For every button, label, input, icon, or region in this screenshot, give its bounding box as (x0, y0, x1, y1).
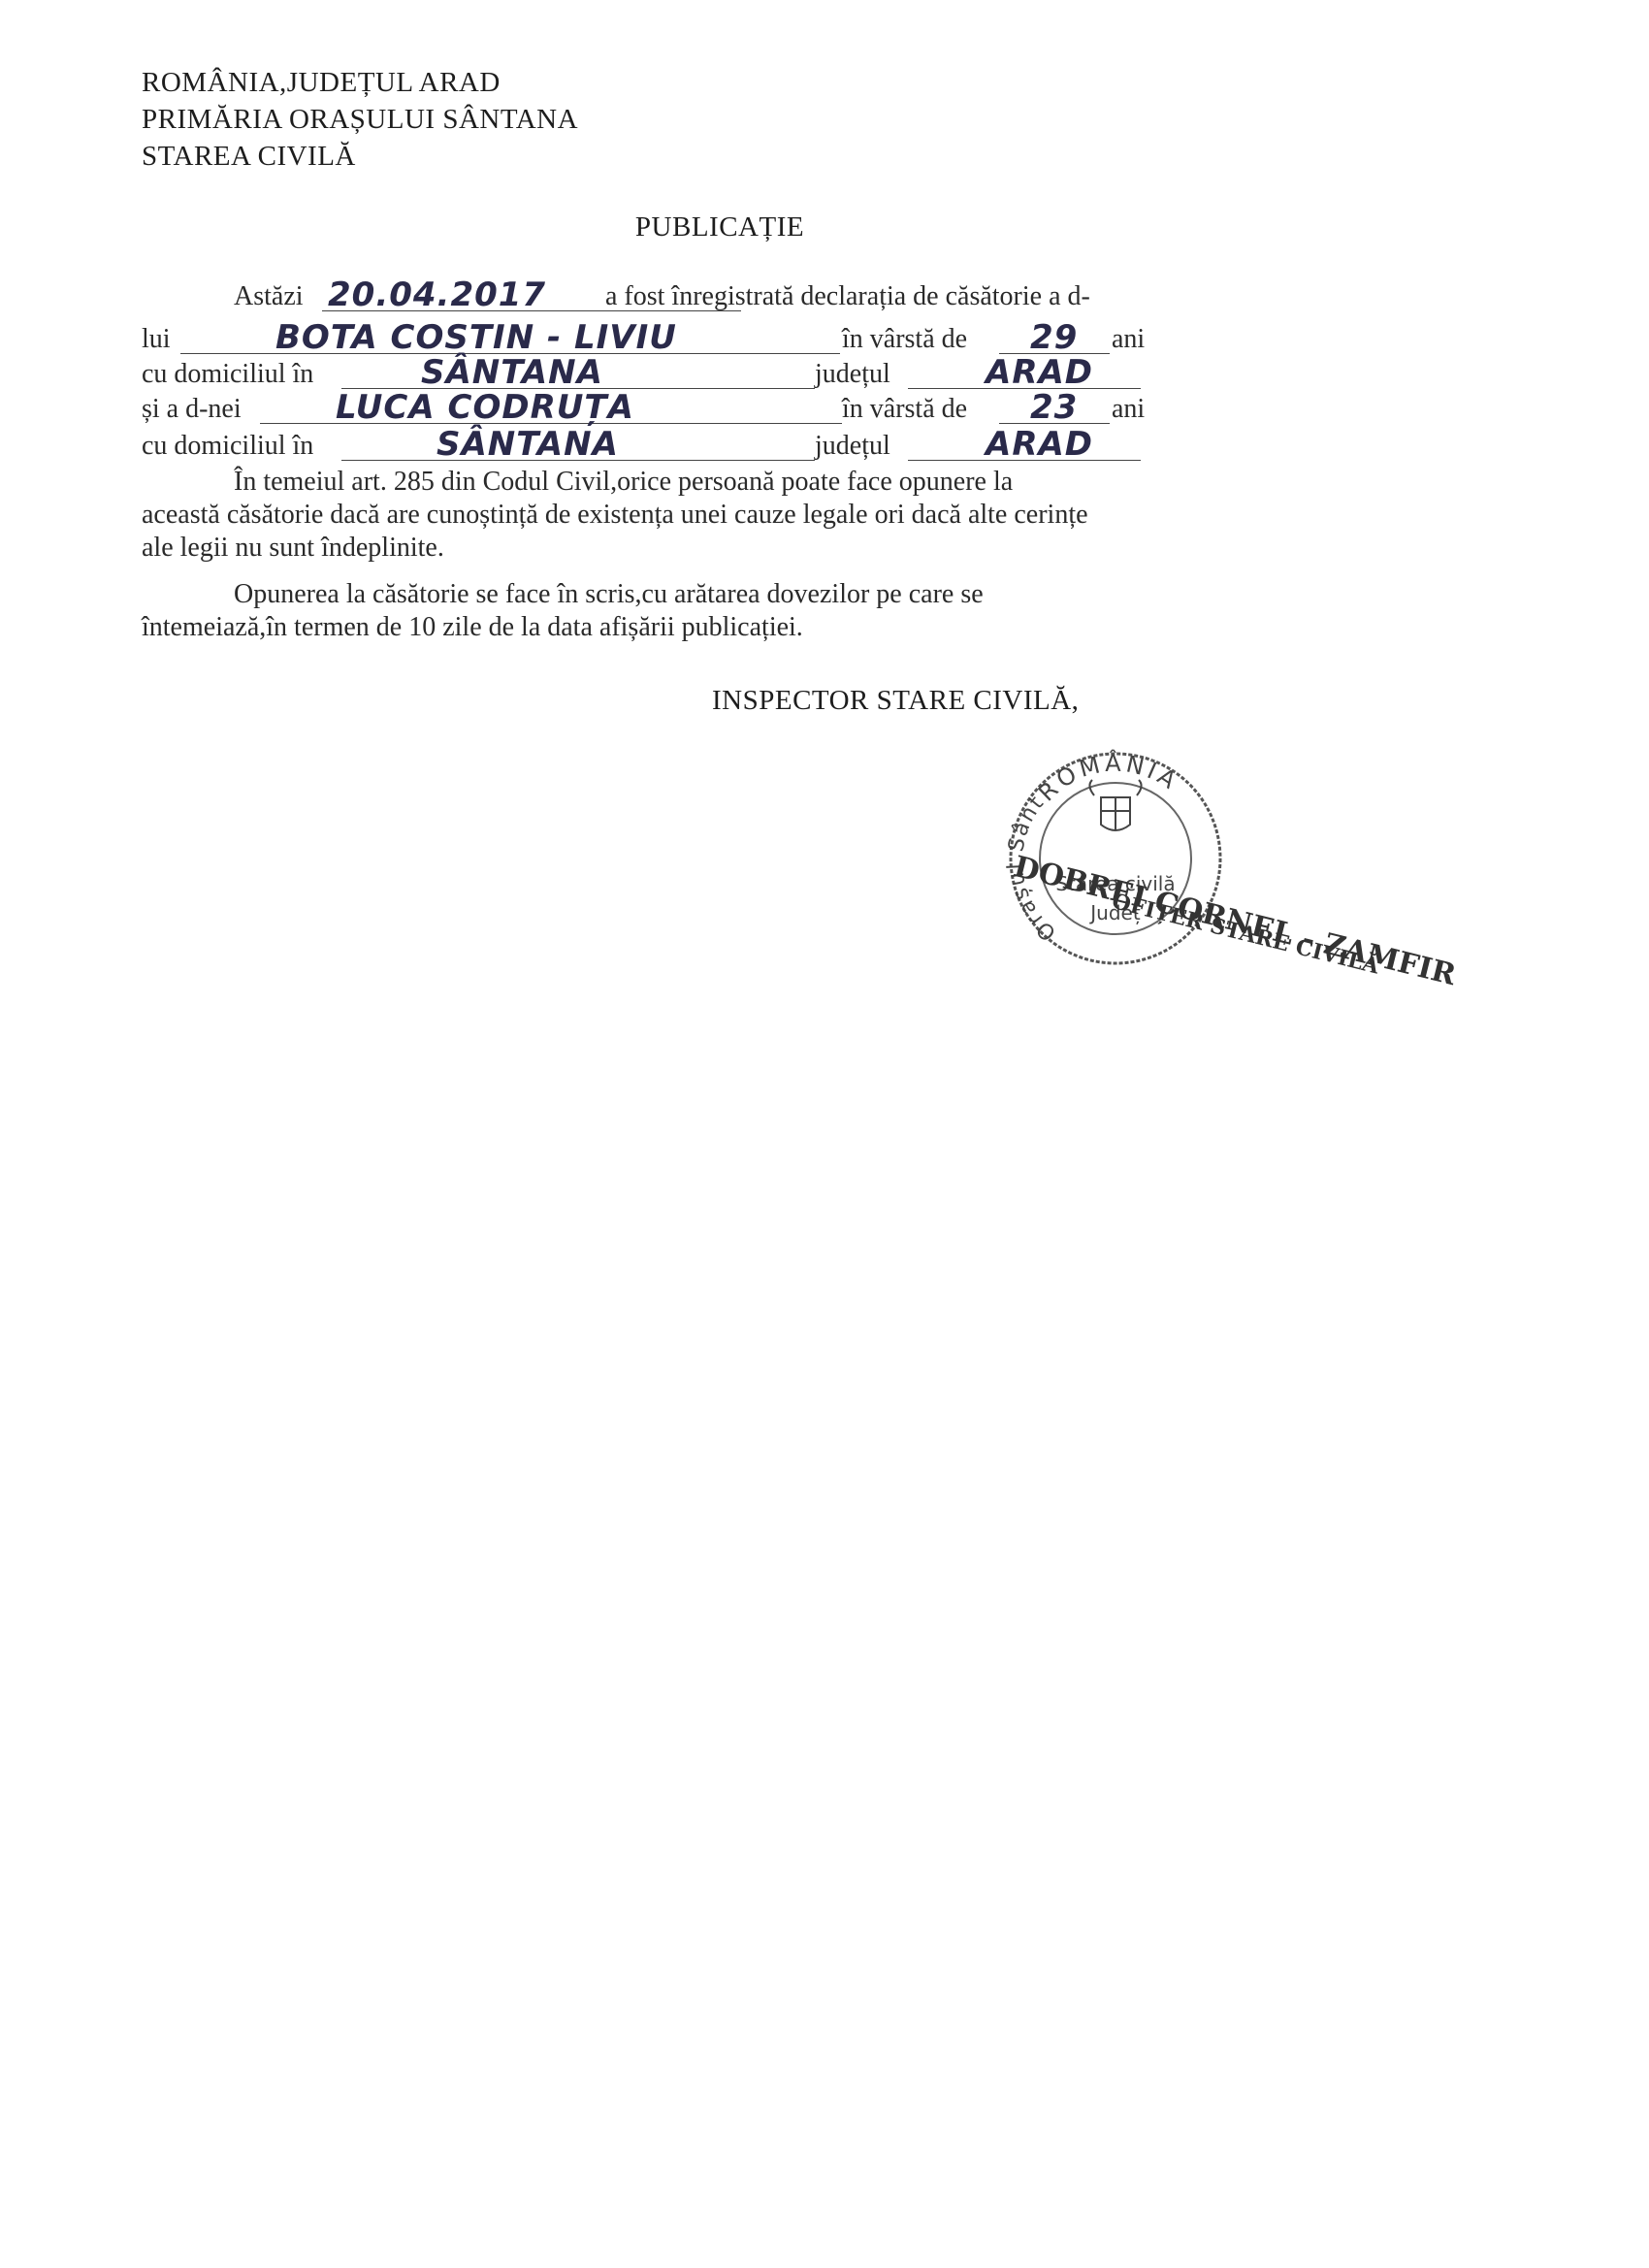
header-city-hall: PRIMĂRIA ORAȘULUI SÂNTANA (142, 104, 579, 135)
seal-bottom-text: Județ (1088, 901, 1141, 924)
handwritten-groom-county: ARAD (986, 353, 1094, 392)
form-row-date: Astăzi 20.04.2017 a fost înregistrată de… (142, 275, 1209, 316)
header-department: STAREA CIVILĂ (142, 141, 356, 172)
label-county-groom: județul (815, 359, 890, 389)
form-row-groom: lui BOTA COSTIN - LIVIU în vârstă de 29 … (142, 318, 1209, 359)
document-header: ROMÂNIA,JUDEȚUL ARAD PRIMĂRIA ORAȘULUI S… (142, 64, 578, 175)
form-row-bride-domicile: cu domiciliul în SÂNTANA județul ARAD (142, 425, 1209, 466)
blank-bride-name (260, 423, 842, 424)
legal-paragraph-2: Opunerea la căsătorie se face în scris,c… (142, 578, 1209, 644)
blank-groom-name (180, 353, 840, 354)
blank-bride-city (341, 460, 815, 461)
label-domicile-bride: cu domiciliul în (142, 431, 314, 461)
handwritten-groom-city: SÂNTANA (421, 353, 603, 392)
blank-groom-age (999, 353, 1110, 354)
legal-paragraph-1-line-1: În temeiul art. 285 din Codul Civil,oric… (234, 467, 1014, 497)
blank-bride-county (908, 460, 1141, 461)
handwritten-bride-name: LUCA CODRUȚA (336, 388, 634, 427)
handwritten-bride-city: SÂNTANA (436, 425, 619, 464)
coat-of-arms-icon (1088, 779, 1143, 831)
blank-groom-county (908, 388, 1141, 389)
label-astazi: Astăzi (234, 281, 304, 311)
round-seal-icon: ROMÂNIA Orașul Sântana Starea civilă Jud… (999, 737, 1222, 965)
header-country-county: ROMÂNIA,JUDEȚUL ARAD (142, 67, 501, 98)
official-stamp: ROMÂNIA Orașul Sântana Starea civilă Jud… (999, 737, 1459, 992)
blank-bride-age (999, 423, 1110, 424)
label-age-groom: în vârstă de (842, 324, 968, 354)
handwritten-groom-age: 29 (1030, 318, 1079, 357)
legal-paragraph-1-line-2: această căsătorie dacă are cunoștință de… (142, 500, 1088, 530)
legal-paragraph-2-line-1: Opunerea la căsătorie se face în scris,c… (234, 579, 984, 609)
handwritten-groom-name: BOTA COSTIN - LIVIU (275, 318, 677, 357)
label-dnei: și a d-nei (142, 394, 242, 424)
handwritten-date: 20.04.2017 (328, 275, 547, 314)
label-age-bride: în vârstă de (842, 394, 968, 424)
label-ani-bride: ani (1112, 394, 1146, 424)
handwritten-bride-age: 23 (1030, 388, 1079, 427)
label-lui: lui (142, 324, 171, 354)
svg-text:Orașul Sântana: Orașul Sântana (999, 737, 1061, 945)
document-title: PUBLICAȚIE (634, 211, 805, 243)
blank-groom-city (341, 388, 815, 389)
seal-left-text: Orașul Sântana (999, 737, 1059, 945)
label-declaration: a fost înregistrată declarația de căsăto… (605, 281, 1090, 311)
legal-paragraph-2-line-2: întemeiază,în termen de 10 zile de la da… (142, 612, 803, 642)
inspector-signature-label: INSPECTOR STARE CIVILĂ, (712, 685, 1080, 716)
label-county-bride: județul (815, 431, 890, 461)
seal-middle-text: Starea civilă (1055, 872, 1175, 895)
label-domicile-groom: cu domiciliul în (142, 359, 314, 389)
legal-paragraph-1-line-3: ale legii nu sunt îndeplinite. (142, 533, 444, 563)
label-ani-groom: ani (1112, 324, 1146, 354)
form-row-bride: și a d-nei LUCA CODRUȚA în vârstă de 23 … (142, 388, 1209, 429)
legal-paragraph-1: În temeiul art. 285 din Codul Civil,oric… (142, 466, 1209, 565)
handwritten-bride-county: ARAD (986, 425, 1094, 464)
form-row-groom-domicile: cu domiciliul în SÂNTANA județul ARAD (142, 353, 1209, 394)
blank-date (322, 310, 741, 311)
